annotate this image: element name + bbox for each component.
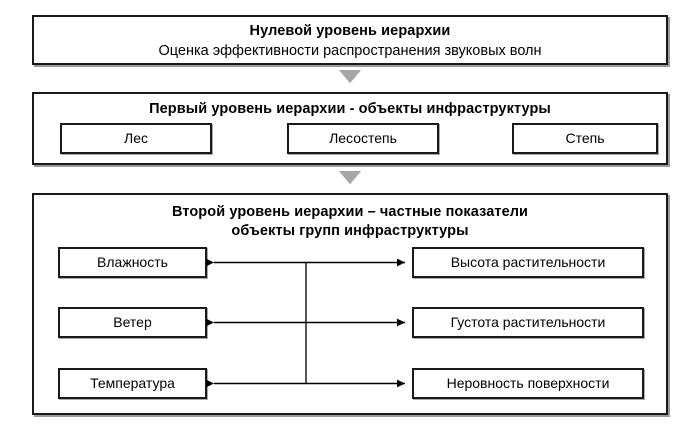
node-veter[interactable]: Ветер [58,307,207,338]
node-step[interactable]: Степь [512,123,658,154]
node-vlazhnost[interactable]: Влажность [58,247,207,278]
level-2-title: Второй уровень иерархии – частные показа… [171,204,529,220]
level-0-subtitle: Оценка эффективности распространения зву… [158,43,542,59]
level-1-title: Первый уровень иерархии - объекты инфрас… [149,101,551,117]
node-label: Неровность поверхности [446,374,610,391]
level-0-container: Нулевой уровень иерархии Оценка эффектив… [32,15,668,65]
node-label: Высота растительности [450,253,606,270]
node-label: Температура [90,374,175,391]
node-gustota-rastitelnosti[interactable]: Густота растительности [412,307,644,338]
node-lesostep[interactable]: Лесостепь [287,123,439,154]
node-label: Степь [565,129,605,146]
level-0-title: Нулевой уровень иерархии [249,23,451,39]
node-vysota-rastitelnosti[interactable]: Высота растительности [412,247,644,278]
node-label: Влажность [97,253,168,270]
node-nerovnost-poverkhnosti[interactable]: Неровность поверхности [412,368,644,399]
node-les[interactable]: Лес [60,123,212,154]
triangle-down-icon [339,70,361,83]
node-temperatura[interactable]: Температура [58,368,207,399]
node-label: Ветер [113,313,152,330]
level-2-subtitle: объекты групп инфраструктуры [231,223,469,239]
node-label: Густота растительности [450,313,606,330]
node-label: Лесостепь [329,129,397,146]
triangle-down-icon [339,171,361,184]
node-label: Лес [124,129,148,146]
